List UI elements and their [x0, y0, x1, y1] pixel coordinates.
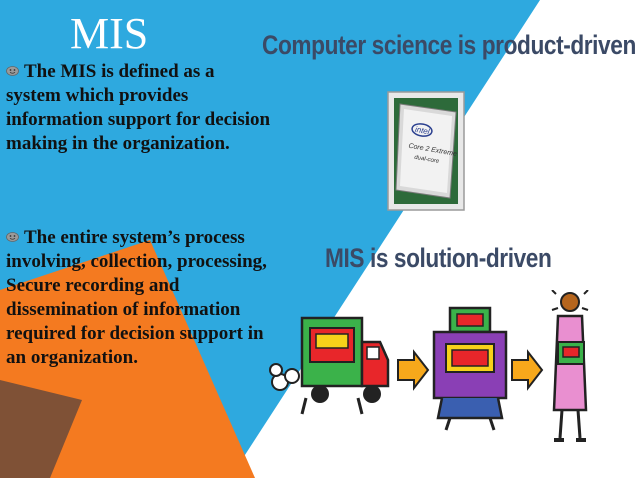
- bullet-2-text: The entire system’s process involving, c…: [6, 227, 267, 368]
- background-dark-panel: [0, 380, 82, 478]
- slide-title: MIS: [70, 9, 149, 58]
- solution-flow-clipart: [269, 290, 589, 442]
- exhaust-cloud-icon: [269, 363, 300, 391]
- happy-customer-icon: [551, 290, 589, 442]
- chip-brand-label: intel: [414, 125, 430, 136]
- chip-core-label: dual-core: [414, 155, 440, 165]
- delivery-truck-icon: [300, 316, 390, 415]
- right-arrow-icon: [397, 349, 430, 391]
- processor-chip-image: intel Core 2 Extreme dual-core: [387, 91, 465, 211]
- processing-building-icon: [432, 306, 508, 431]
- smiley-face-icon: [6, 232, 19, 242]
- bullet-2: The entire system’s process involving, c…: [6, 226, 274, 370]
- bullet-1: The MIS is defined as a system which pro…: [6, 60, 274, 156]
- right-arrow-icon: [511, 349, 544, 391]
- bullet-1-text: The MIS is defined as a system which pro…: [6, 61, 271, 154]
- caption-product-driven: Computer science is product-driven: [262, 30, 636, 60]
- caption-solution-driven: MIS is solution-driven: [325, 243, 552, 273]
- smiley-face-icon: [6, 66, 19, 76]
